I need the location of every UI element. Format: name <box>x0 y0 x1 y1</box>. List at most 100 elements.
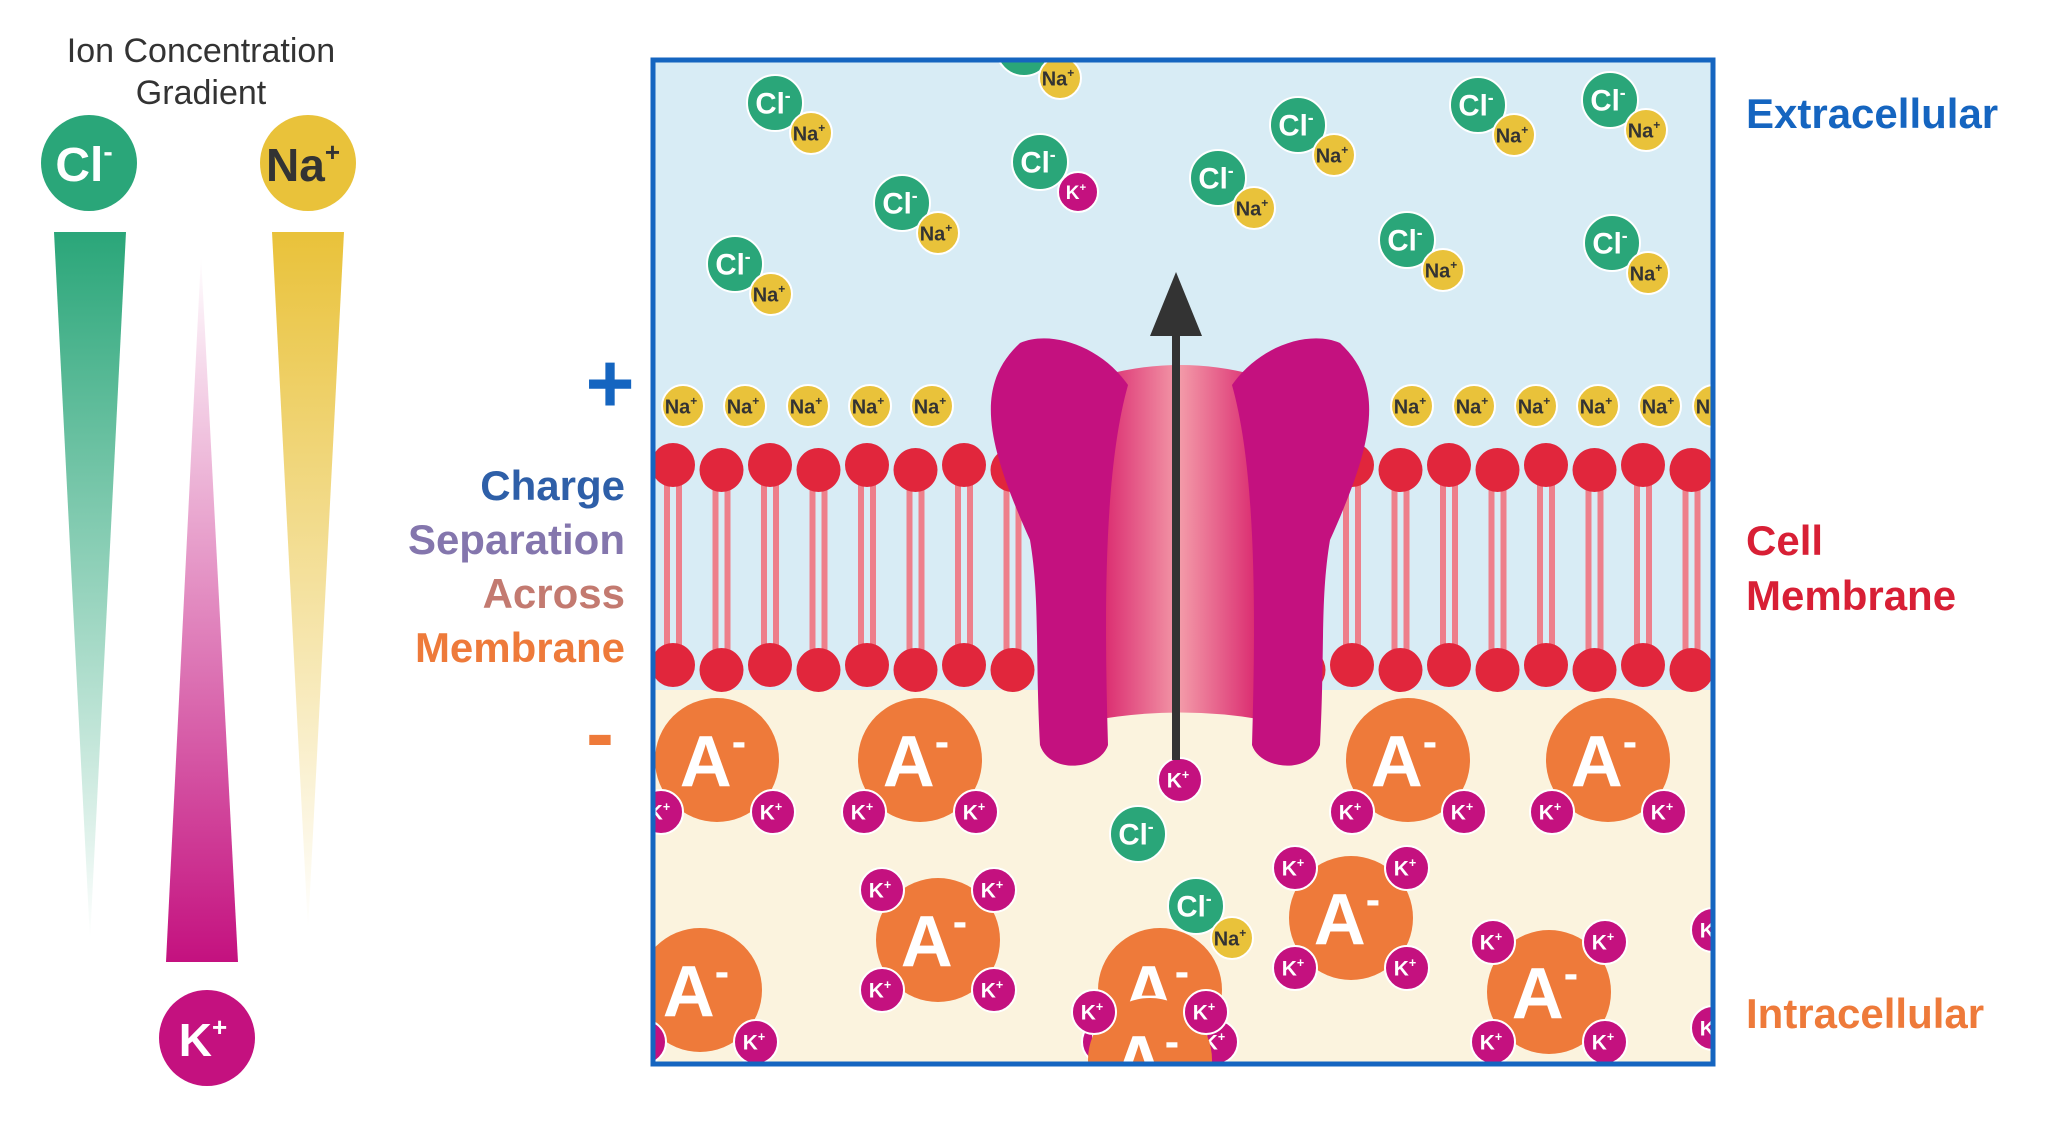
svg-text:K+: K+ <box>1282 956 1304 981</box>
svg-text:A-: A- <box>1571 718 1637 802</box>
sodium-ion: Na+ <box>916 211 960 255</box>
phospholipid-pair <box>653 443 695 687</box>
svg-text:Cl-: Cl- <box>1176 888 1211 923</box>
svg-text:Na+: Na+ <box>1518 394 1551 418</box>
svg-text:K+: K+ <box>1282 856 1304 881</box>
potassium-ion: K+ <box>1071 989 1117 1035</box>
svg-text:K+: K+ <box>743 1030 765 1055</box>
sodium-ion: Na+ <box>1312 133 1356 177</box>
anion-complex: A-K+K+ <box>648 698 796 835</box>
phospholipid-pair <box>1621 443 1665 687</box>
svg-text:A-: A- <box>1113 1018 1179 1102</box>
sodium-chloride-pair: Cl-Na+ <box>746 74 833 155</box>
svg-text:K+: K+ <box>1066 182 1087 204</box>
svg-text:Cl-: Cl- <box>1278 107 1313 142</box>
svg-text:K+: K+ <box>1700 918 1722 943</box>
potassium-ion: K+ <box>1470 919 1516 965</box>
chloride-ion: Cl- <box>1378 211 1436 269</box>
svg-text:K+: K+ <box>760 800 782 825</box>
sodium-ion: Na+ <box>1390 384 1434 428</box>
svg-text:Cl-: Cl- <box>1458 87 1493 122</box>
potassium-ion: K+ <box>733 1019 779 1064</box>
legend-title-line1: Ion Concentration <box>67 32 335 70</box>
potassium-ion: K+ <box>631 1020 667 1064</box>
svg-text:K+: K+ <box>1451 800 1473 825</box>
charge-label-line1: Charge <box>480 462 625 509</box>
svg-text:Na+: Na+ <box>793 121 826 145</box>
svg-text:K+: K+ <box>648 800 670 825</box>
svg-text:K+: K+ <box>1193 1000 1215 1025</box>
sodium-ion: Na+ <box>749 272 793 316</box>
cell-cross-section: Cl-Na+Cl-Na+Cl-Na+Cl-Na+Cl-Na+Cl-Na+Cl-N… <box>631 60 1722 1102</box>
svg-text:K+: K+ <box>1592 930 1614 955</box>
svg-text:K+: K+ <box>1339 800 1361 825</box>
sodium-ion: Na+ <box>1210 916 1254 960</box>
potassium-ion: K+ <box>1441 789 1487 835</box>
svg-text:Na+: Na+ <box>266 137 340 191</box>
svg-text:Na+: Na+ <box>852 394 885 418</box>
svg-text:Na+: Na+ <box>1236 196 1269 220</box>
ion-particles: Cl-Na+Cl-Na+Cl-Na+Cl-Na+Cl-Na+Cl-Na+Cl-N… <box>631 60 1722 1102</box>
sodium-ion: Na+ <box>1692 384 1713 428</box>
sodium-chloride-pair: Cl-Na+ <box>873 174 960 255</box>
potassium-ion: K+ <box>648 789 684 835</box>
svg-text:Cl-: Cl- <box>1118 816 1153 851</box>
potassium-efflux-arrow-head <box>1150 272 1202 336</box>
svg-text:Cl-: Cl- <box>1590 82 1625 117</box>
cell-membrane-label-line1: Cell <box>1746 517 1823 564</box>
sodium-ion: Na+ <box>723 384 767 428</box>
chloride-ion: Cl- <box>1269 96 1327 154</box>
anion-complex: A-K+K+ <box>1529 698 1687 835</box>
svg-text:K+: K+ <box>869 878 891 903</box>
potassium-ion: K+ <box>1690 907 1722 953</box>
svg-text:Na+: Na+ <box>914 394 947 418</box>
svg-text:Na+: Na+ <box>1394 394 1427 418</box>
potassium-ion: K+ <box>1329 789 1375 835</box>
svg-text:Cl-: Cl- <box>1198 160 1233 195</box>
svg-text:Na+: Na+ <box>1580 394 1613 418</box>
svg-text:K+: K+ <box>1167 768 1189 793</box>
sodium-ion: Na+ <box>1038 60 1082 100</box>
svg-text:K+: K+ <box>981 978 1003 1003</box>
cell-membrane-label-line2: Membrane <box>1746 572 1956 619</box>
chloride-ion: Cl- <box>1583 214 1641 272</box>
sodium-ion: Na+ <box>1421 248 1465 292</box>
svg-text:Na+: Na+ <box>1642 394 1675 418</box>
phospholipid-pair <box>1427 443 1471 687</box>
phospholipid-pair <box>1572 448 1617 692</box>
charge-label-line2: Separation <box>408 516 625 563</box>
svg-text:Na+: Na+ <box>1425 258 1458 282</box>
potassium-ion: K+ <box>1582 1019 1628 1064</box>
sodium-ion: Na+ <box>786 384 830 428</box>
potassium-ion: K+ <box>750 789 796 835</box>
anion-complex: A-K+K+K+K+ <box>1272 845 1430 991</box>
phospholipid-pair <box>1475 448 1520 692</box>
chloride-potassium-pair: Cl-K+ <box>1011 133 1099 213</box>
legend-sodium-ion: Na+ <box>260 115 356 211</box>
svg-text:K+: K+ <box>851 800 873 825</box>
potassium-ion: K+ <box>1582 919 1628 965</box>
svg-text:K+: K+ <box>1480 930 1502 955</box>
sodium-ion: Na+ <box>1492 113 1536 157</box>
sodium-ion: Na+ <box>1452 384 1496 428</box>
potassium-ion: K+ <box>1272 945 1318 991</box>
anion-complex: A-K+K+ <box>841 698 999 835</box>
sodium-chloride-pair: Cl-Na+ <box>1378 211 1465 292</box>
svg-text:Na+: Na+ <box>1042 66 1075 90</box>
anion-complex: A-K+K+ <box>1329 698 1487 835</box>
phospholipid-pair <box>1524 443 1568 687</box>
svg-text:Na+: Na+ <box>790 394 823 418</box>
svg-text:Na+: Na+ <box>753 282 786 306</box>
sodium-chloride-pair: Cl-Na+ <box>706 235 793 316</box>
potassium-ion: K+ <box>859 967 905 1013</box>
svg-text:K+: K+ <box>631 1030 653 1055</box>
svg-text:K+: K+ <box>1592 1030 1614 1055</box>
phospholipid-pair <box>942 443 986 687</box>
chloride-ion: Cl- <box>1581 71 1639 129</box>
sodium-chloride-pair: Cl-Na+ <box>1583 214 1670 295</box>
svg-text:K+: K+ <box>1651 800 1673 825</box>
sodium-chloride-pair: Cl-Na+ <box>997 60 1082 100</box>
diagram-frame <box>650 57 1716 1067</box>
phospholipid-pair <box>748 443 792 687</box>
svg-text:Cl-: Cl- <box>715 246 750 281</box>
